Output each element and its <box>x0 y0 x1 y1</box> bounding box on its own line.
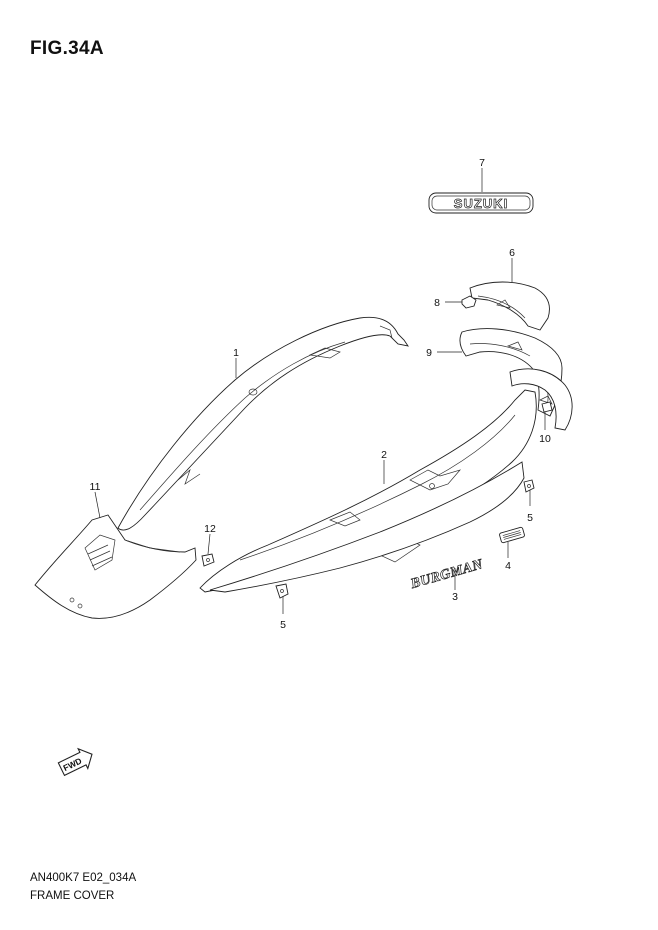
callout-10: 10 <box>539 412 551 445</box>
callout-11: 11 <box>90 481 101 519</box>
svg-text:11: 11 <box>90 481 101 493</box>
lower-side-cover <box>209 461 525 593</box>
burgman-emblem-text: BURGMAN <box>408 557 485 592</box>
svg-text:4: 4 <box>505 560 511 572</box>
callout-4: 4 <box>505 542 511 572</box>
svg-text:10: 10 <box>539 433 551 445</box>
svg-text:3: 3 <box>452 591 458 603</box>
svg-text:8: 8 <box>434 297 440 309</box>
burgman-emblem: BURGMAN <box>408 557 486 593</box>
svg-text:6: 6 <box>509 247 515 259</box>
callout-2: 2 <box>381 449 387 484</box>
rear-cover-upper <box>469 281 550 331</box>
svg-text:12: 12 <box>204 523 216 535</box>
callout-7: 7 <box>479 157 485 192</box>
svg-text:9: 9 <box>426 347 432 359</box>
callout-5-right: 5 <box>527 490 533 524</box>
badge-400 <box>499 526 525 544</box>
frame-cover-upper <box>117 316 409 531</box>
figure-name: FRAME COVER <box>30 890 115 902</box>
svg-text:7: 7 <box>479 157 485 169</box>
clip-12 <box>201 553 215 567</box>
callout-1: 1 <box>233 347 239 378</box>
callout-12: 12 <box>204 523 216 555</box>
figure-code: AN400K7 E02_034A <box>30 872 137 884</box>
clip-10 <box>541 401 553 413</box>
clip-8 <box>461 295 477 309</box>
callout-3: 3 <box>452 568 458 603</box>
forward-arrow-icon: FWD <box>57 747 93 777</box>
screw-5-left <box>275 583 289 599</box>
svg-text:5: 5 <box>527 512 533 524</box>
suzuki-emblem-text: SUZUKI <box>454 196 508 211</box>
callout-8: 8 <box>434 297 462 309</box>
callout-6: 6 <box>509 247 515 282</box>
svg-text:1: 1 <box>233 347 239 359</box>
figure-title: FIG.34A <box>30 38 104 59</box>
callout-9: 9 <box>426 347 462 359</box>
front-inner-cover <box>34 514 197 619</box>
svg-text:2: 2 <box>381 449 387 461</box>
callout-5-left: 5 <box>280 596 286 631</box>
screw-5-right <box>523 479 535 493</box>
callouts: 1 2 3 4 5 5 6 7 <box>90 157 551 631</box>
svg-text:5: 5 <box>280 619 286 631</box>
rear-side-panel <box>509 368 573 431</box>
suzuki-emblem: SUZUKI <box>428 192 534 214</box>
